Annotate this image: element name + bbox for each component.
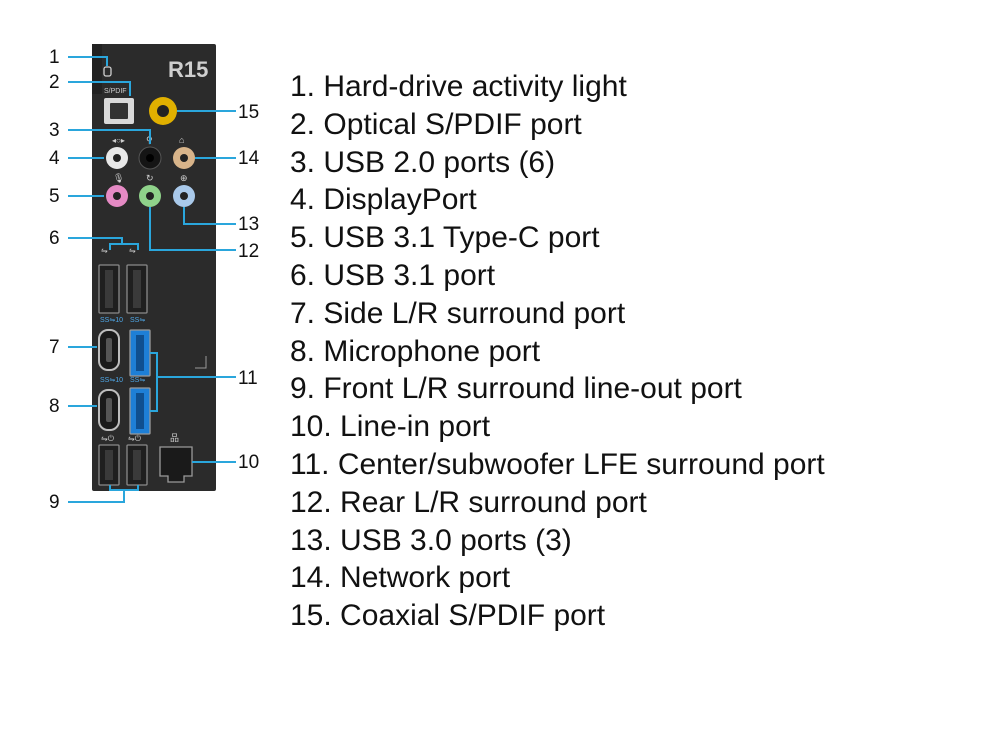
usb3-lower-tongue [136, 393, 144, 429]
microphone-icon: 🎙 [113, 173, 124, 183]
ss10-icon: SS⇋10 [100, 317, 123, 324]
panel-model-label: R15 [168, 57, 208, 82]
legend-item: 7. Side L/R surround port [290, 296, 626, 330]
ss-icon-2: SS⇋ [130, 377, 145, 384]
legend-item: 14. Network port [290, 561, 511, 595]
legend-item: 5. USB 3.1 Type-C port [290, 221, 600, 255]
audio-jack-pink-hole [113, 192, 121, 200]
legend-item: 1. Hard-drive activity light [290, 70, 627, 103]
legend-item: 12. Rear L/R surround port [290, 485, 647, 519]
usb3-upper-tongue [136, 335, 144, 371]
callout-5: 5 [49, 186, 60, 207]
callout-8: 8 [49, 396, 60, 417]
callout-15: 15 [238, 102, 259, 123]
leader-11 [150, 352, 236, 378]
callout-11: 11 [238, 368, 258, 389]
usb-icon-left: ⇋ [101, 246, 108, 255]
callout-6: 6 [49, 228, 60, 249]
network-port [159, 446, 193, 483]
leader-lines [68, 56, 236, 503]
legend-item: 11. Center/subwoofer LFE surround port [290, 447, 825, 481]
callout-12: 12 [238, 241, 259, 262]
audio-jack-blue-hole [180, 192, 188, 200]
leader-9 [68, 490, 125, 503]
usb-c-upper-tongue [106, 338, 112, 362]
usb-power-icon-left: ⇋⏻ [101, 434, 115, 443]
audio-jack-black-hole [146, 154, 154, 162]
ss-icon-1: SS⇋ [130, 317, 145, 324]
usb-power-icon-right: ⇋⏻ [128, 434, 142, 443]
legend-item: 9. Front L/R surround line-out port [290, 372, 742, 406]
callout-10: 10 [238, 452, 259, 473]
legend-item: 13. USB 3.0 ports (3) [290, 523, 572, 557]
callout-9: 9 [49, 492, 60, 513]
network-icon: ⌂ [179, 135, 184, 145]
hdd-activity-light [103, 66, 112, 77]
usb-port-bottom-right-tongue [133, 450, 141, 480]
audio-jack-white-hole [113, 154, 121, 162]
usb-port-top-left-tongue [105, 270, 113, 308]
ss10-icon-2: SS⇋10 [100, 377, 123, 384]
callout-3: 3 [49, 120, 60, 141]
leader-3 [68, 129, 151, 144]
usb-c-lower-tongue [106, 398, 112, 422]
optical-spdif-opening [110, 103, 128, 119]
spdif-label: S/PDIF [104, 88, 127, 95]
lan-icon: 品 [170, 433, 179, 443]
legend-item: 15. Coaxial S/PDIF port [290, 599, 606, 633]
line-out-icon: ◂○▸ [112, 136, 125, 145]
legend-item: 2. Optical S/PDIF port [290, 107, 582, 141]
callout-4: 4 [49, 148, 60, 169]
leader-13 [183, 207, 236, 225]
leader-6 [68, 237, 123, 244]
leader-6b [109, 243, 139, 250]
leader-9b [109, 485, 139, 491]
line-in-icon: ⊕ [180, 173, 188, 183]
callout-13: 13 [238, 214, 259, 235]
usb-port-bottom-left-tongue [105, 450, 113, 480]
legend-item: 3. USB 2.0 ports (6) [290, 145, 556, 179]
leader-11b [150, 377, 158, 412]
leader-1 [68, 56, 108, 66]
legend-item: 8. Microphone port [290, 334, 541, 368]
leader-12 [149, 207, 236, 251]
audio-jack-green-hole [146, 192, 154, 200]
usb-icon-right: ⇋ [129, 246, 136, 255]
legend-item: 6. USB 3.1 port [290, 258, 496, 292]
panel-notch [92, 44, 102, 94]
callout-1: 1 [49, 47, 60, 68]
headphone-icon: ↻ [146, 173, 154, 183]
usb-port-top-right-tongue [133, 270, 141, 308]
callout-2: 2 [49, 72, 60, 93]
audio-jack-tan-hole [180, 154, 188, 162]
legend-item: 10. Line-in port [290, 410, 491, 444]
port-legend: 1. Hard-drive activity light 2. Optical … [290, 68, 825, 635]
callout-14: 14 [238, 148, 260, 169]
legend-item: 4. DisplayPort [290, 183, 477, 217]
leader-2 [68, 81, 131, 96]
callout-7: 7 [49, 337, 60, 358]
coaxial-center [157, 105, 169, 117]
panel-corner-mark [195, 356, 207, 369]
